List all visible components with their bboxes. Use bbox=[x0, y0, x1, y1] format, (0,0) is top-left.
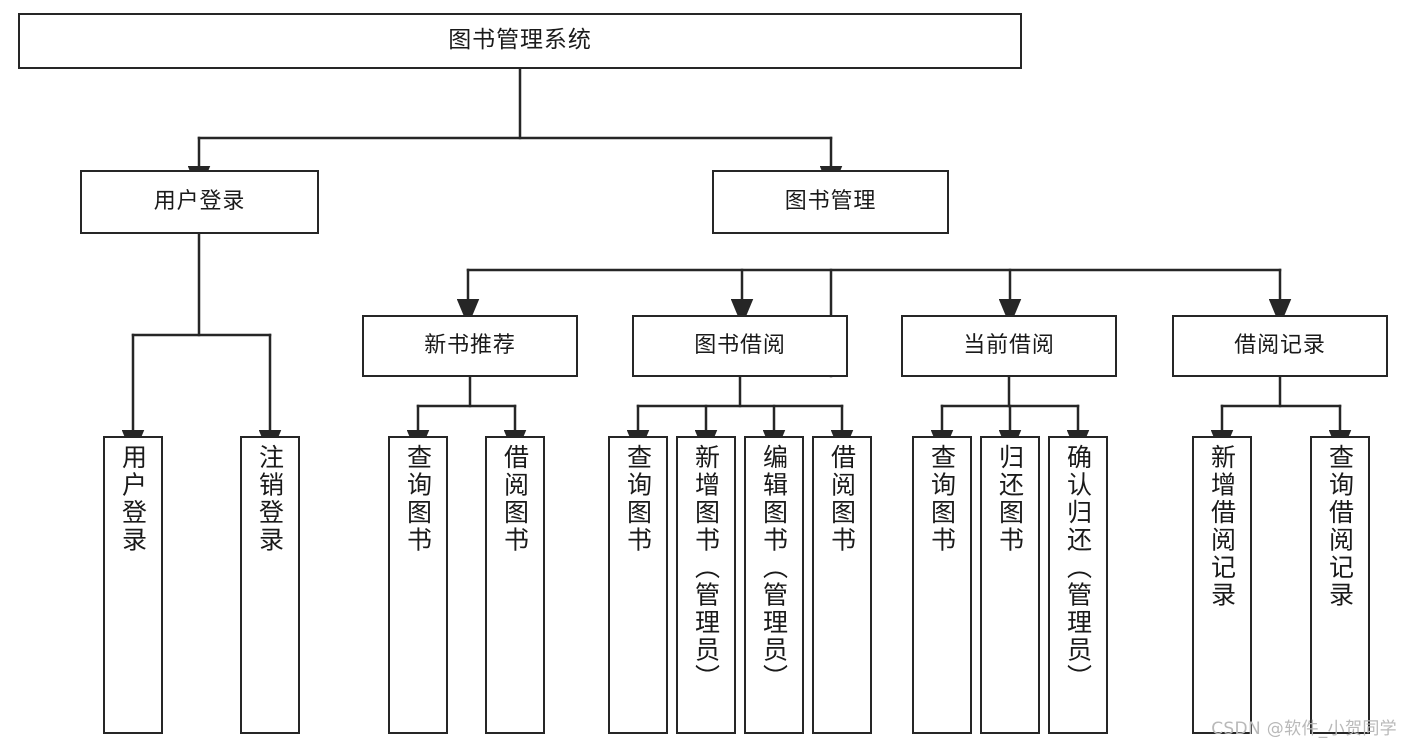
node-label: 用户登录 bbox=[153, 189, 246, 215]
node-label: 注销登录 bbox=[255, 444, 285, 554]
node-label: 查询图书 bbox=[623, 444, 653, 554]
node-leaf-borrow-book-1[interactable]: 借阅图书 bbox=[485, 436, 545, 734]
node-current-borrowing[interactable]: 当前借阅 bbox=[901, 315, 1117, 377]
node-label: 用户登录 bbox=[118, 444, 148, 554]
node-user-login[interactable]: 用户登录 bbox=[80, 170, 319, 234]
node-label: 查询图书 bbox=[927, 444, 957, 554]
node-label: 编辑图书（管理员） bbox=[759, 444, 789, 692]
node-new-book-recommendation[interactable]: 新书推荐 bbox=[362, 315, 578, 377]
node-leaf-query-book-3[interactable]: 查询图书 bbox=[912, 436, 972, 734]
node-label: 借阅图书 bbox=[500, 444, 530, 554]
node-leaf-confirm-return[interactable]: 确认归还（管理员） bbox=[1048, 436, 1108, 734]
node-label: 借阅记录 bbox=[1234, 333, 1326, 359]
node-leaf-logout[interactable]: 注销登录 bbox=[240, 436, 300, 734]
node-book-management[interactable]: 图书管理 bbox=[712, 170, 949, 234]
node-label: 图书管理系统 bbox=[448, 27, 592, 54]
node-label: 新增借阅记录 bbox=[1207, 444, 1237, 609]
node-leaf-borrow-book-2[interactable]: 借阅图书 bbox=[812, 436, 872, 734]
node-book-borrowing[interactable]: 图书借阅 bbox=[632, 315, 848, 377]
node-label: 借阅图书 bbox=[827, 444, 857, 554]
node-leaf-user-login[interactable]: 用户登录 bbox=[103, 436, 163, 734]
node-label: 图书管理 bbox=[784, 189, 877, 215]
node-leaf-add-record[interactable]: 新增借阅记录 bbox=[1192, 436, 1252, 734]
node-leaf-query-record[interactable]: 查询借阅记录 bbox=[1310, 436, 1370, 734]
node-borrowing-records[interactable]: 借阅记录 bbox=[1172, 315, 1388, 377]
node-leaf-edit-book[interactable]: 编辑图书（管理员） bbox=[744, 436, 804, 734]
watermark-text: CSDN @软件_小贺同学 bbox=[1211, 719, 1397, 739]
node-leaf-query-book-1[interactable]: 查询图书 bbox=[388, 436, 448, 734]
node-label: 新增图书（管理员） bbox=[691, 444, 721, 692]
node-root-system[interactable]: 图书管理系统 bbox=[18, 13, 1022, 69]
node-label: 确认归还（管理员） bbox=[1063, 444, 1093, 692]
node-leaf-return-book[interactable]: 归还图书 bbox=[980, 436, 1040, 734]
node-label: 图书借阅 bbox=[694, 333, 786, 359]
node-label: 查询借阅记录 bbox=[1325, 444, 1355, 609]
node-label: 当前借阅 bbox=[963, 333, 1055, 359]
node-leaf-query-book-2[interactable]: 查询图书 bbox=[608, 436, 668, 734]
node-label: 新书推荐 bbox=[424, 333, 516, 359]
node-label: 归还图书 bbox=[995, 444, 1025, 554]
node-leaf-add-book[interactable]: 新增图书（管理员） bbox=[676, 436, 736, 734]
node-label: 查询图书 bbox=[403, 444, 433, 554]
